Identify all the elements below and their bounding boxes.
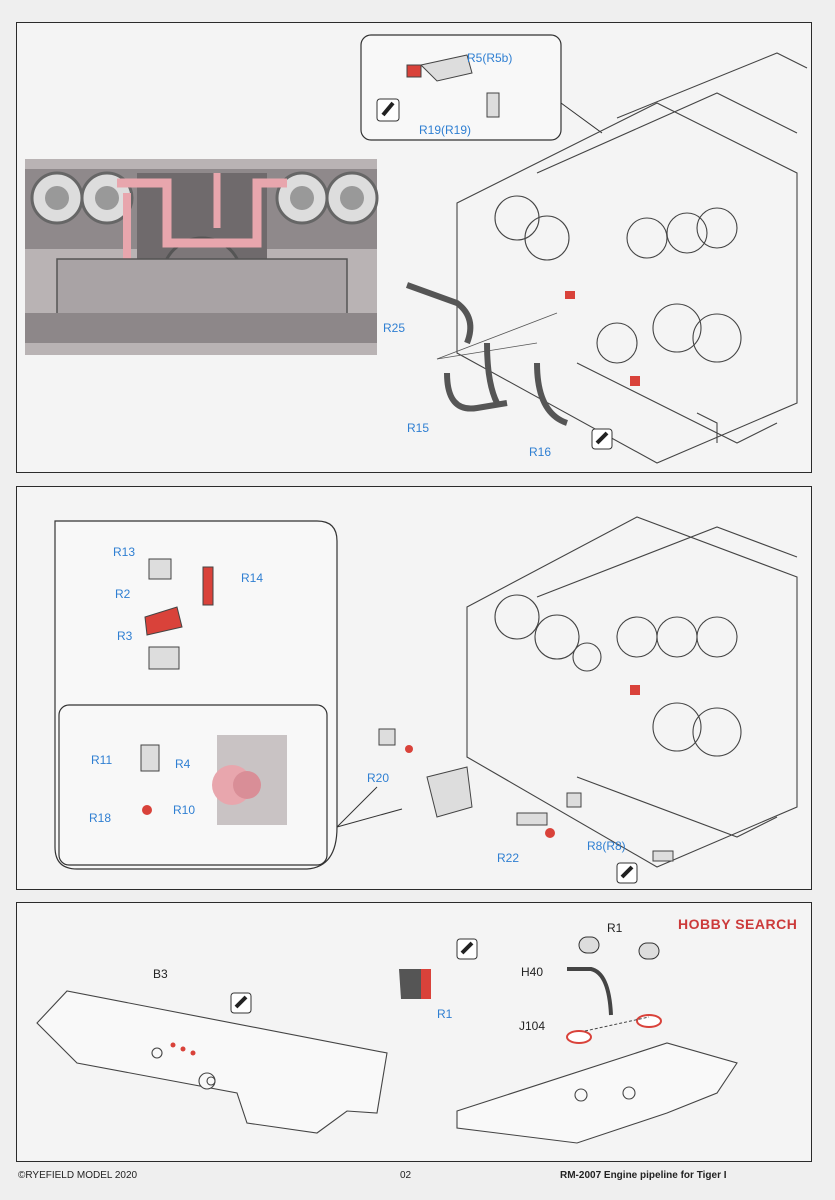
label-b3: B3	[153, 967, 168, 981]
copyright: ©RYEFIELD MODEL 2020	[18, 1170, 138, 1181]
hoses	[405, 282, 569, 426]
pencil-icon	[456, 938, 478, 960]
step-3-drawing	[36, 936, 738, 1144]
parts-r1-h40-j104	[566, 936, 662, 1044]
step-1-drawing	[25, 34, 808, 464]
label-r18: R18	[89, 811, 112, 825]
product-title: RM-2007 Engine pipeline for Tiger I	[560, 1170, 727, 1181]
hull-drawing	[456, 52, 808, 464]
engine-photo	[25, 159, 379, 355]
label-j104: J104	[519, 1019, 546, 1033]
part-r1	[399, 969, 431, 999]
label-h40: H40	[521, 965, 544, 979]
label-r25: R25	[383, 321, 406, 335]
plate-b3	[36, 990, 388, 1134]
label-r4: R4	[175, 757, 191, 771]
watermark-text: HOBBY SEARCH	[678, 916, 798, 932]
page-number: 02	[400, 1170, 412, 1181]
inset-callout-r5	[360, 34, 603, 141]
inset-callout-r13	[54, 520, 403, 870]
label-r16: R16	[529, 445, 552, 459]
label-r5: R5(R5b)	[467, 51, 513, 65]
parts-r20-r22	[378, 728, 674, 862]
pencil-icon	[616, 862, 638, 884]
label-r20: R20	[367, 771, 390, 785]
plate-right	[456, 1042, 738, 1144]
label-r19: R19(R19)	[419, 123, 472, 137]
label-r11: R11	[91, 753, 113, 767]
label-r13: R13	[113, 545, 136, 559]
label-r14: R14	[241, 571, 264, 585]
label-r8: R8(R8)	[587, 839, 626, 853]
hull-drawing	[466, 516, 798, 868]
step-panel-1: R5(R5b) R19(R19) R25 R15 R16	[16, 22, 812, 473]
pencil-icon	[230, 992, 252, 1014]
label-r3: R3	[117, 629, 133, 643]
step-2-drawing	[54, 516, 798, 884]
label-r1-top: R1	[607, 921, 623, 935]
pencil-icon	[591, 428, 613, 450]
label-r22: R22	[497, 851, 520, 865]
label-r2: R2	[115, 587, 131, 601]
step-panel-2: R13 R2 R14 R3 R11 R4 R18 R10 R20 R22 R8(…	[16, 486, 812, 890]
label-r15: R15	[407, 421, 430, 435]
step-panel-3: B3 R1 R1 H40 J104	[16, 902, 812, 1162]
label-r1-small: R1	[437, 1007, 453, 1021]
label-r10: R10	[173, 803, 196, 817]
